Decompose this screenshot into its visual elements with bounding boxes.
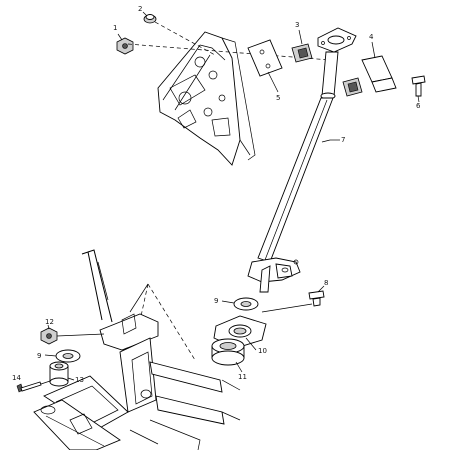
plate-5	[247, 39, 283, 77]
washer-9-upper	[233, 297, 259, 311]
bolt-8	[308, 290, 325, 307]
lower-chassis-frame	[33, 249, 241, 450]
callout-4: 4	[369, 33, 374, 41]
callout-9b: 9	[37, 352, 41, 360]
callout-7: 7	[341, 136, 345, 144]
bolt-6	[411, 75, 426, 97]
callout-1: 1	[113, 24, 117, 32]
callout-11: 11	[238, 373, 247, 381]
callout-2: 2	[138, 5, 142, 13]
bearing-block-3	[291, 43, 313, 63]
callout-10: 10	[258, 347, 267, 355]
bushing-2	[143, 14, 157, 24]
callout-14: 14	[12, 374, 21, 382]
upper-frame-bracket	[157, 31, 256, 166]
bushing-11	[211, 338, 245, 366]
washer-9-lower	[55, 349, 81, 363]
steering-column-7	[247, 27, 357, 293]
callout-5: 5	[276, 94, 280, 102]
callout-3: 3	[295, 21, 299, 29]
bearing-block-right	[342, 77, 363, 97]
bushing-13	[49, 361, 69, 387]
bracket-4	[361, 55, 397, 93]
callout-13: 13	[75, 376, 84, 384]
callout-6: 6	[416, 102, 421, 110]
callout-9a: 9	[214, 297, 218, 305]
nut-1	[116, 37, 134, 55]
callout-8: 8	[324, 279, 328, 287]
callout-12: 12	[45, 318, 54, 326]
bolt-14	[16, 381, 42, 393]
nut-12	[40, 327, 58, 345]
